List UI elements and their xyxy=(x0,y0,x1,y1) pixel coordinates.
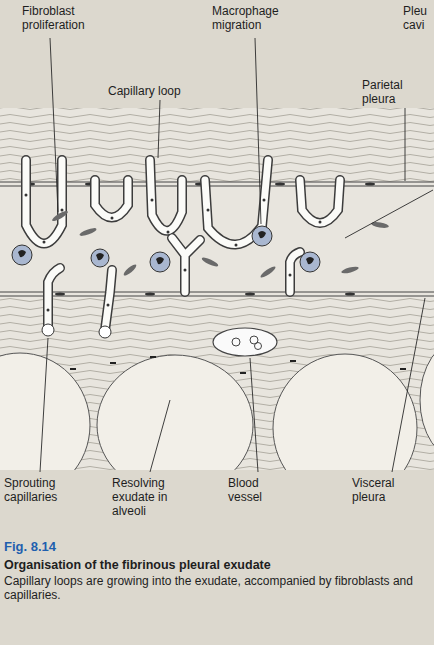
leader-lines xyxy=(40,38,433,472)
exudate-label: Resolving exudate in alveoli xyxy=(112,476,204,518)
parietal-label: Parietal pleura xyxy=(362,78,428,106)
figure-number: Fig. 8.14 xyxy=(4,540,124,554)
tissue-section xyxy=(0,108,434,470)
cavity-label: Pleu cavi xyxy=(403,4,433,32)
visceral-label: Visceral pleura xyxy=(352,476,428,504)
sprouting-label: Sprouting capillaries xyxy=(4,476,84,504)
vessel-label: Blood vessel xyxy=(228,476,290,504)
fibroblast-label: Fibroblast proliferation xyxy=(22,4,104,32)
macrophage-label: Macrophage migration xyxy=(212,4,304,32)
capillary-label: Capillary loop xyxy=(108,84,218,98)
figure-caption: Capillary loops are growing into the exu… xyxy=(4,574,430,602)
figure-title: Organisation of the fibrinous pleural ex… xyxy=(4,558,430,572)
